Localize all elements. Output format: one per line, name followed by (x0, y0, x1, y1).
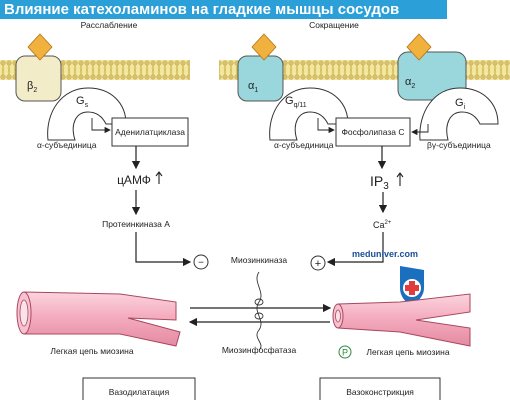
left-header: Расслабление (81, 20, 138, 30)
bg-subunit-label: βγ-субъединица (427, 140, 491, 150)
left-alpha-subunit-label: α-субъединица (37, 140, 97, 150)
plus-symbol: + (315, 258, 321, 270)
calcium-label: Ca2+ (373, 220, 392, 230)
vasodilation-label: Вазодилатация (109, 387, 170, 397)
alpha1-label: α1 (248, 80, 258, 94)
beta2-receptor (15, 55, 62, 102)
gi-protein (419, 87, 499, 141)
watermark-shield-icon (400, 266, 424, 306)
gi-label: Gi (455, 97, 466, 111)
ligand-diamond-alpha2 (406, 33, 432, 61)
camp-label: цАМФ (117, 173, 151, 187)
vessel-right-constricted (332, 293, 471, 347)
ip3-label: IP3 (370, 173, 389, 192)
minus-symbol: − (198, 258, 204, 269)
vasoconstriction-label: Вазоконстрикция (346, 387, 414, 397)
vasoconstriction-box (319, 377, 441, 400)
alpha2-label: α2 (405, 76, 415, 90)
adenylate-cyclase-label: Аденилатциклаза (115, 127, 185, 137)
adenylate-cyclase-box (111, 117, 189, 147)
activate-sign (310, 255, 326, 271)
page-title: Влияние катехоламинов на гладкие мышцы с… (0, 0, 447, 19)
phospholipase-c-label: Фосфолипаза C (341, 127, 404, 137)
myosin-kinase-label: Миозинкиназа (231, 255, 287, 265)
inhibit-sign (193, 254, 209, 270)
vasodilation-box (82, 377, 196, 400)
phospho-badge (338, 345, 352, 359)
ip3-up-arrow (396, 172, 404, 186)
pka-label: Протеинкиназа А (102, 219, 170, 229)
phospholipase-c-box (335, 117, 411, 147)
left-chain-label: Легкая цепь миозина (50, 346, 133, 356)
myosin-phosphatase-label: Миозинфосфатаза (222, 345, 297, 355)
phospho-symbol: P (342, 348, 348, 358)
gq11-label: Gq/11 (285, 95, 307, 109)
camp-up-arrow (155, 171, 163, 184)
alpha1-receptor (237, 55, 284, 102)
right-alpha-subunit-label: α-субъединица (274, 140, 334, 150)
ligand-diamond-alpha1 (251, 33, 277, 61)
watermark-text: meduniver.com (352, 249, 418, 259)
beta2-label: β2 (27, 80, 37, 94)
gs-label: Gs (76, 95, 89, 109)
ligand-diamond-left (27, 33, 53, 61)
vessel-left-dilated (16, 291, 181, 347)
right-chain-label: Легкая цепь миозина (366, 347, 449, 357)
enzyme-connector (256, 271, 262, 351)
right-header: Сокращение (309, 20, 359, 30)
